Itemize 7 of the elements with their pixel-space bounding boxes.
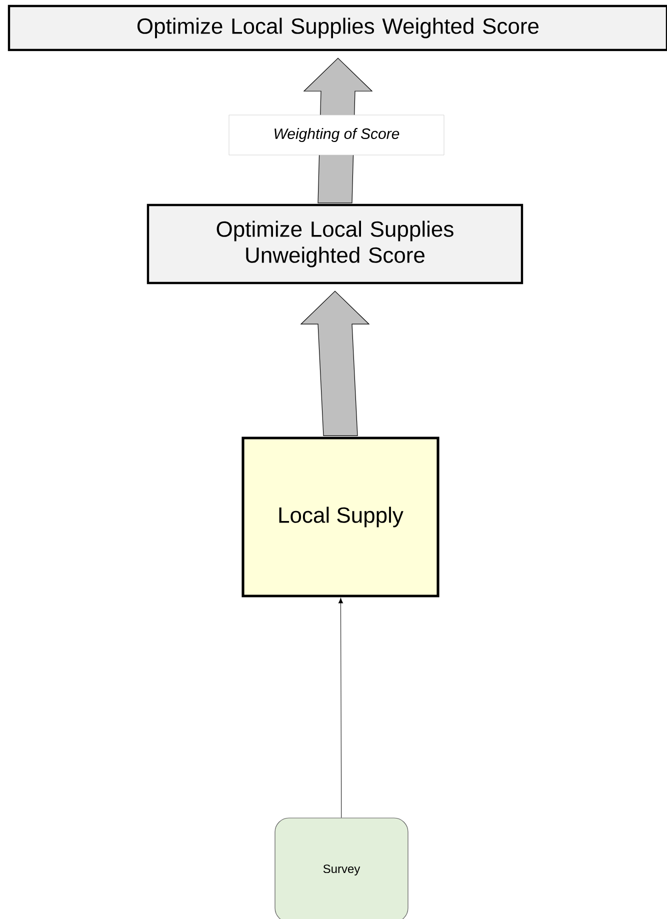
title-box: Optimize Local Supplies Weighted Score — [8, 4, 667, 52]
block-arrow — [300, 290, 370, 436]
process-box: Local Supply — [242, 436, 440, 598]
source-box: Survey — [274, 818, 408, 919]
process-box: Optimize Local Supplies Unweighted Score — [146, 204, 524, 284]
edge-label: Weighting of Score — [228, 114, 444, 156]
arrow — [338, 598, 344, 818]
